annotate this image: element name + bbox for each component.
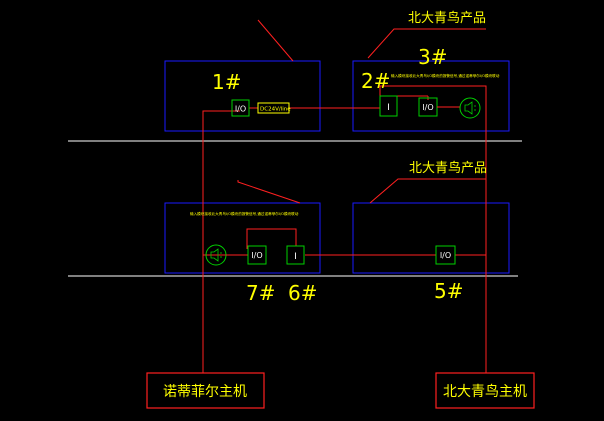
input-module-icon: I xyxy=(379,95,398,117)
wire-mid-note xyxy=(246,228,297,249)
room-box-1 xyxy=(164,60,321,132)
room-box-3 xyxy=(164,202,321,274)
host-label-right: 北大青鸟主机 xyxy=(443,384,527,400)
leader-mid-right xyxy=(369,178,486,204)
leader-top-left xyxy=(257,19,294,62)
leader-top-right xyxy=(367,28,486,59)
io-module-icon: I/O xyxy=(247,245,267,265)
wire-right-trunk xyxy=(379,85,487,373)
host-box-left xyxy=(146,372,265,409)
room-box-4 xyxy=(352,202,510,274)
svg-text:I: I xyxy=(387,103,390,113)
product-label-mid: 北大青鸟产品 xyxy=(409,160,487,176)
speaker-icon xyxy=(459,97,481,119)
io-module-icon: I/O xyxy=(418,97,438,117)
host-box-right xyxy=(435,372,535,409)
io-module-icon: I/O xyxy=(231,99,250,117)
svg-text:I/O: I/O xyxy=(422,103,433,112)
product-label-top: 北大青鸟产品 xyxy=(408,10,486,26)
note-top: 输入模块接收北大青鸟I/O模块的报警信号,通过诺蒂菲尔I/O模块联动 xyxy=(391,73,500,78)
svg-text:I/O: I/O xyxy=(235,105,246,114)
number-label-5: 5# xyxy=(434,279,463,303)
svg-text:I/O: I/O xyxy=(440,251,451,260)
host-label-left: 诺蒂菲尔主机 xyxy=(163,384,247,400)
wire-left-trunk xyxy=(202,110,240,373)
note-mid: 输入模块接收北大青鸟I/O模块的报警信号,通过诺蒂菲尔I/O模块联动 xyxy=(190,211,299,216)
number-label-1: 1# xyxy=(212,70,241,94)
io-module-icon: I/O xyxy=(435,245,456,265)
dc24v-box xyxy=(257,102,290,114)
number-label-2: 2# xyxy=(361,69,390,93)
number-label-7: 7# xyxy=(246,281,275,305)
room-box-2 xyxy=(352,60,510,132)
svg-text:I: I xyxy=(294,252,297,262)
number-label-3: 3# xyxy=(418,45,447,69)
dc24v-label: DC24V/line xyxy=(260,107,291,113)
leader-mid-left xyxy=(237,180,301,204)
input-module-icon: I xyxy=(286,245,305,265)
svg-text:I/O: I/O xyxy=(251,251,262,260)
number-label-6: 6# xyxy=(288,281,317,305)
